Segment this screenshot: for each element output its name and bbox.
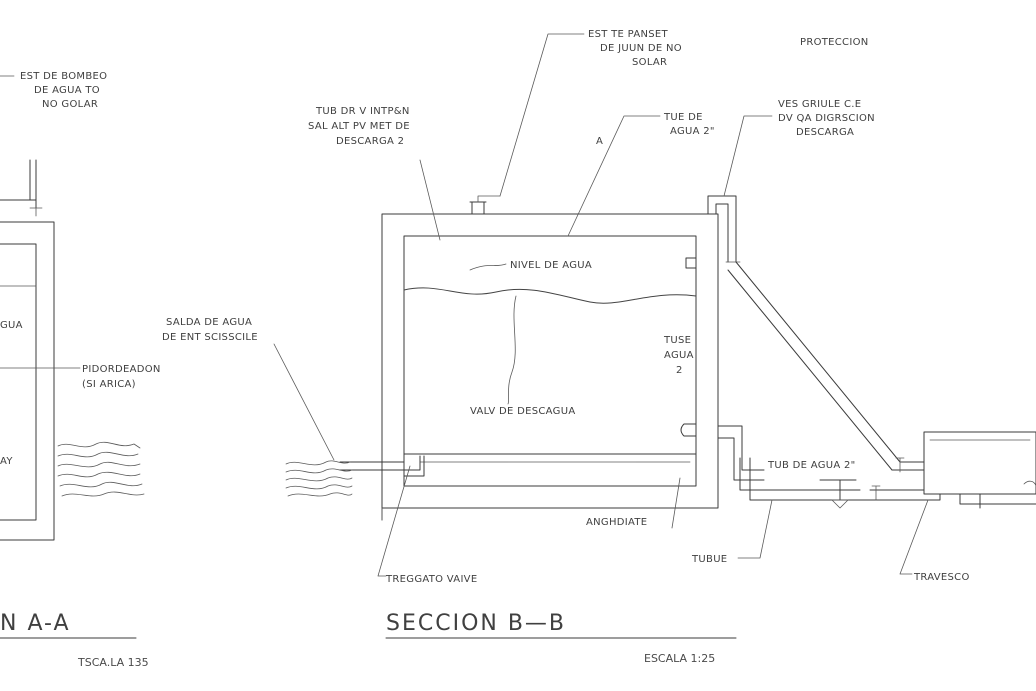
diagonal-pipe (727, 261, 901, 471)
outlet-riser (717, 425, 765, 481)
outlet-main-pipe (739, 457, 871, 501)
label-tuse-1: TUSE (663, 335, 691, 346)
tank-a-valve (29, 207, 43, 217)
label-panset-1: EST TE PANSET (588, 29, 669, 40)
label-est-bombeo-2: DE AGUA TO (34, 85, 100, 96)
leader-salda (273, 343, 335, 461)
inlet-nozzle (685, 257, 697, 269)
tank-a-inner (0, 243, 37, 521)
pump-outlet (869, 489, 1036, 509)
gravel-b (285, 460, 353, 497)
leader-tub-dr (419, 159, 441, 241)
tub-agua-pipe (819, 479, 857, 501)
title-section-b: SECCION B—B (386, 611, 566, 636)
tank-b-inner-wall (403, 235, 697, 487)
label-ves-2: DV QA DIGRSCION (778, 113, 875, 124)
outlet-nozzle (680, 423, 697, 437)
label-panset-3: SOLAR (632, 57, 667, 68)
valve-small-2 (871, 485, 881, 501)
title-section-a: N A-A (0, 611, 71, 636)
label-proteccion: PROTECCION (800, 37, 869, 48)
leader-travesco (899, 499, 929, 575)
leader-ves (723, 115, 773, 197)
leader-tue (567, 115, 661, 237)
scale-section-b: ESCALA 1:25 (644, 652, 715, 665)
label-ves-3: DESCARGA (796, 127, 854, 138)
valve-small (895, 457, 905, 473)
leader-panset (499, 33, 585, 197)
top-vent-cap (477, 195, 501, 203)
leader-anghdiate (671, 477, 681, 529)
tub-agua-valve (831, 499, 849, 509)
label-tregato: TREGGATO VAIVE (385, 574, 477, 585)
pump-inlet (891, 461, 925, 471)
label-tuse-3: 2 (676, 365, 683, 376)
label-salda-1: SALDA DE AGUA (166, 317, 252, 328)
pump-fitting (1023, 480, 1036, 487)
nivel-leader (469, 263, 507, 271)
label-pidor-2: (SI ARICA) (82, 379, 136, 390)
leader-tubue (737, 499, 773, 559)
label-tub-dr-1: TUB DR V INTP&N (315, 106, 410, 117)
pump-box (923, 431, 1036, 495)
label-tue-2: AGUA 2" (670, 126, 715, 137)
label-tubue: TUBUE (691, 554, 727, 565)
valve-leader (507, 295, 517, 405)
label-tub-dr-2: SAL ALT PV MET DE (308, 121, 410, 132)
label-ves-1: VES GRIULE C.E (778, 99, 861, 110)
label-panset-2: DE JUUN DE NO (600, 43, 682, 54)
label-pidor-1: PIDORDEADON (82, 364, 161, 375)
labels: EST DE BOMBEO DE AGUA TO NO GOLAR EST TE… (0, 29, 970, 669)
scale-section-a: TSCA.LA 135 (77, 656, 149, 669)
label-valv: VALV DE DESCAGUA (470, 406, 575, 417)
drain-pipe (403, 455, 425, 477)
label-salda-2: DE ENT SCISSCILE (162, 332, 258, 343)
label-anghdiate: ANGHDIATE (586, 517, 647, 528)
label-gua: GUA (0, 320, 23, 331)
label-est-bombeo-3: NO GOLAR (42, 99, 98, 110)
label-est-bombeo-1: EST DE BOMBEO (20, 71, 107, 82)
water-level-line (403, 287, 697, 304)
label-nivel: NIVEL DE AGUA (510, 260, 592, 271)
tank-a-outer (0, 221, 55, 541)
gravel-a (57, 441, 145, 497)
section-a-a (0, 75, 145, 639)
inlet-pipe-left (339, 461, 405, 471)
tank-a-pipe (0, 159, 37, 209)
tank-b-outer-wall (381, 213, 719, 509)
section-b-b (273, 33, 1036, 639)
label-ay: AY (0, 456, 13, 467)
top-vent-pipe (469, 201, 487, 215)
label-tub-agua: TUB DE AGUA 2" (767, 460, 856, 471)
vent-gooseneck (707, 195, 737, 241)
label-a-mark: A (596, 136, 603, 147)
leader-tregato (377, 465, 411, 577)
label-tue-1: TUE DE (663, 112, 703, 123)
label-tub-dr-3: DESCARGA 2 (336, 136, 404, 147)
vent-drop (727, 239, 737, 263)
label-travesco: TRAVESCO (913, 572, 970, 583)
label-tuse-2: AGUA (664, 350, 694, 361)
